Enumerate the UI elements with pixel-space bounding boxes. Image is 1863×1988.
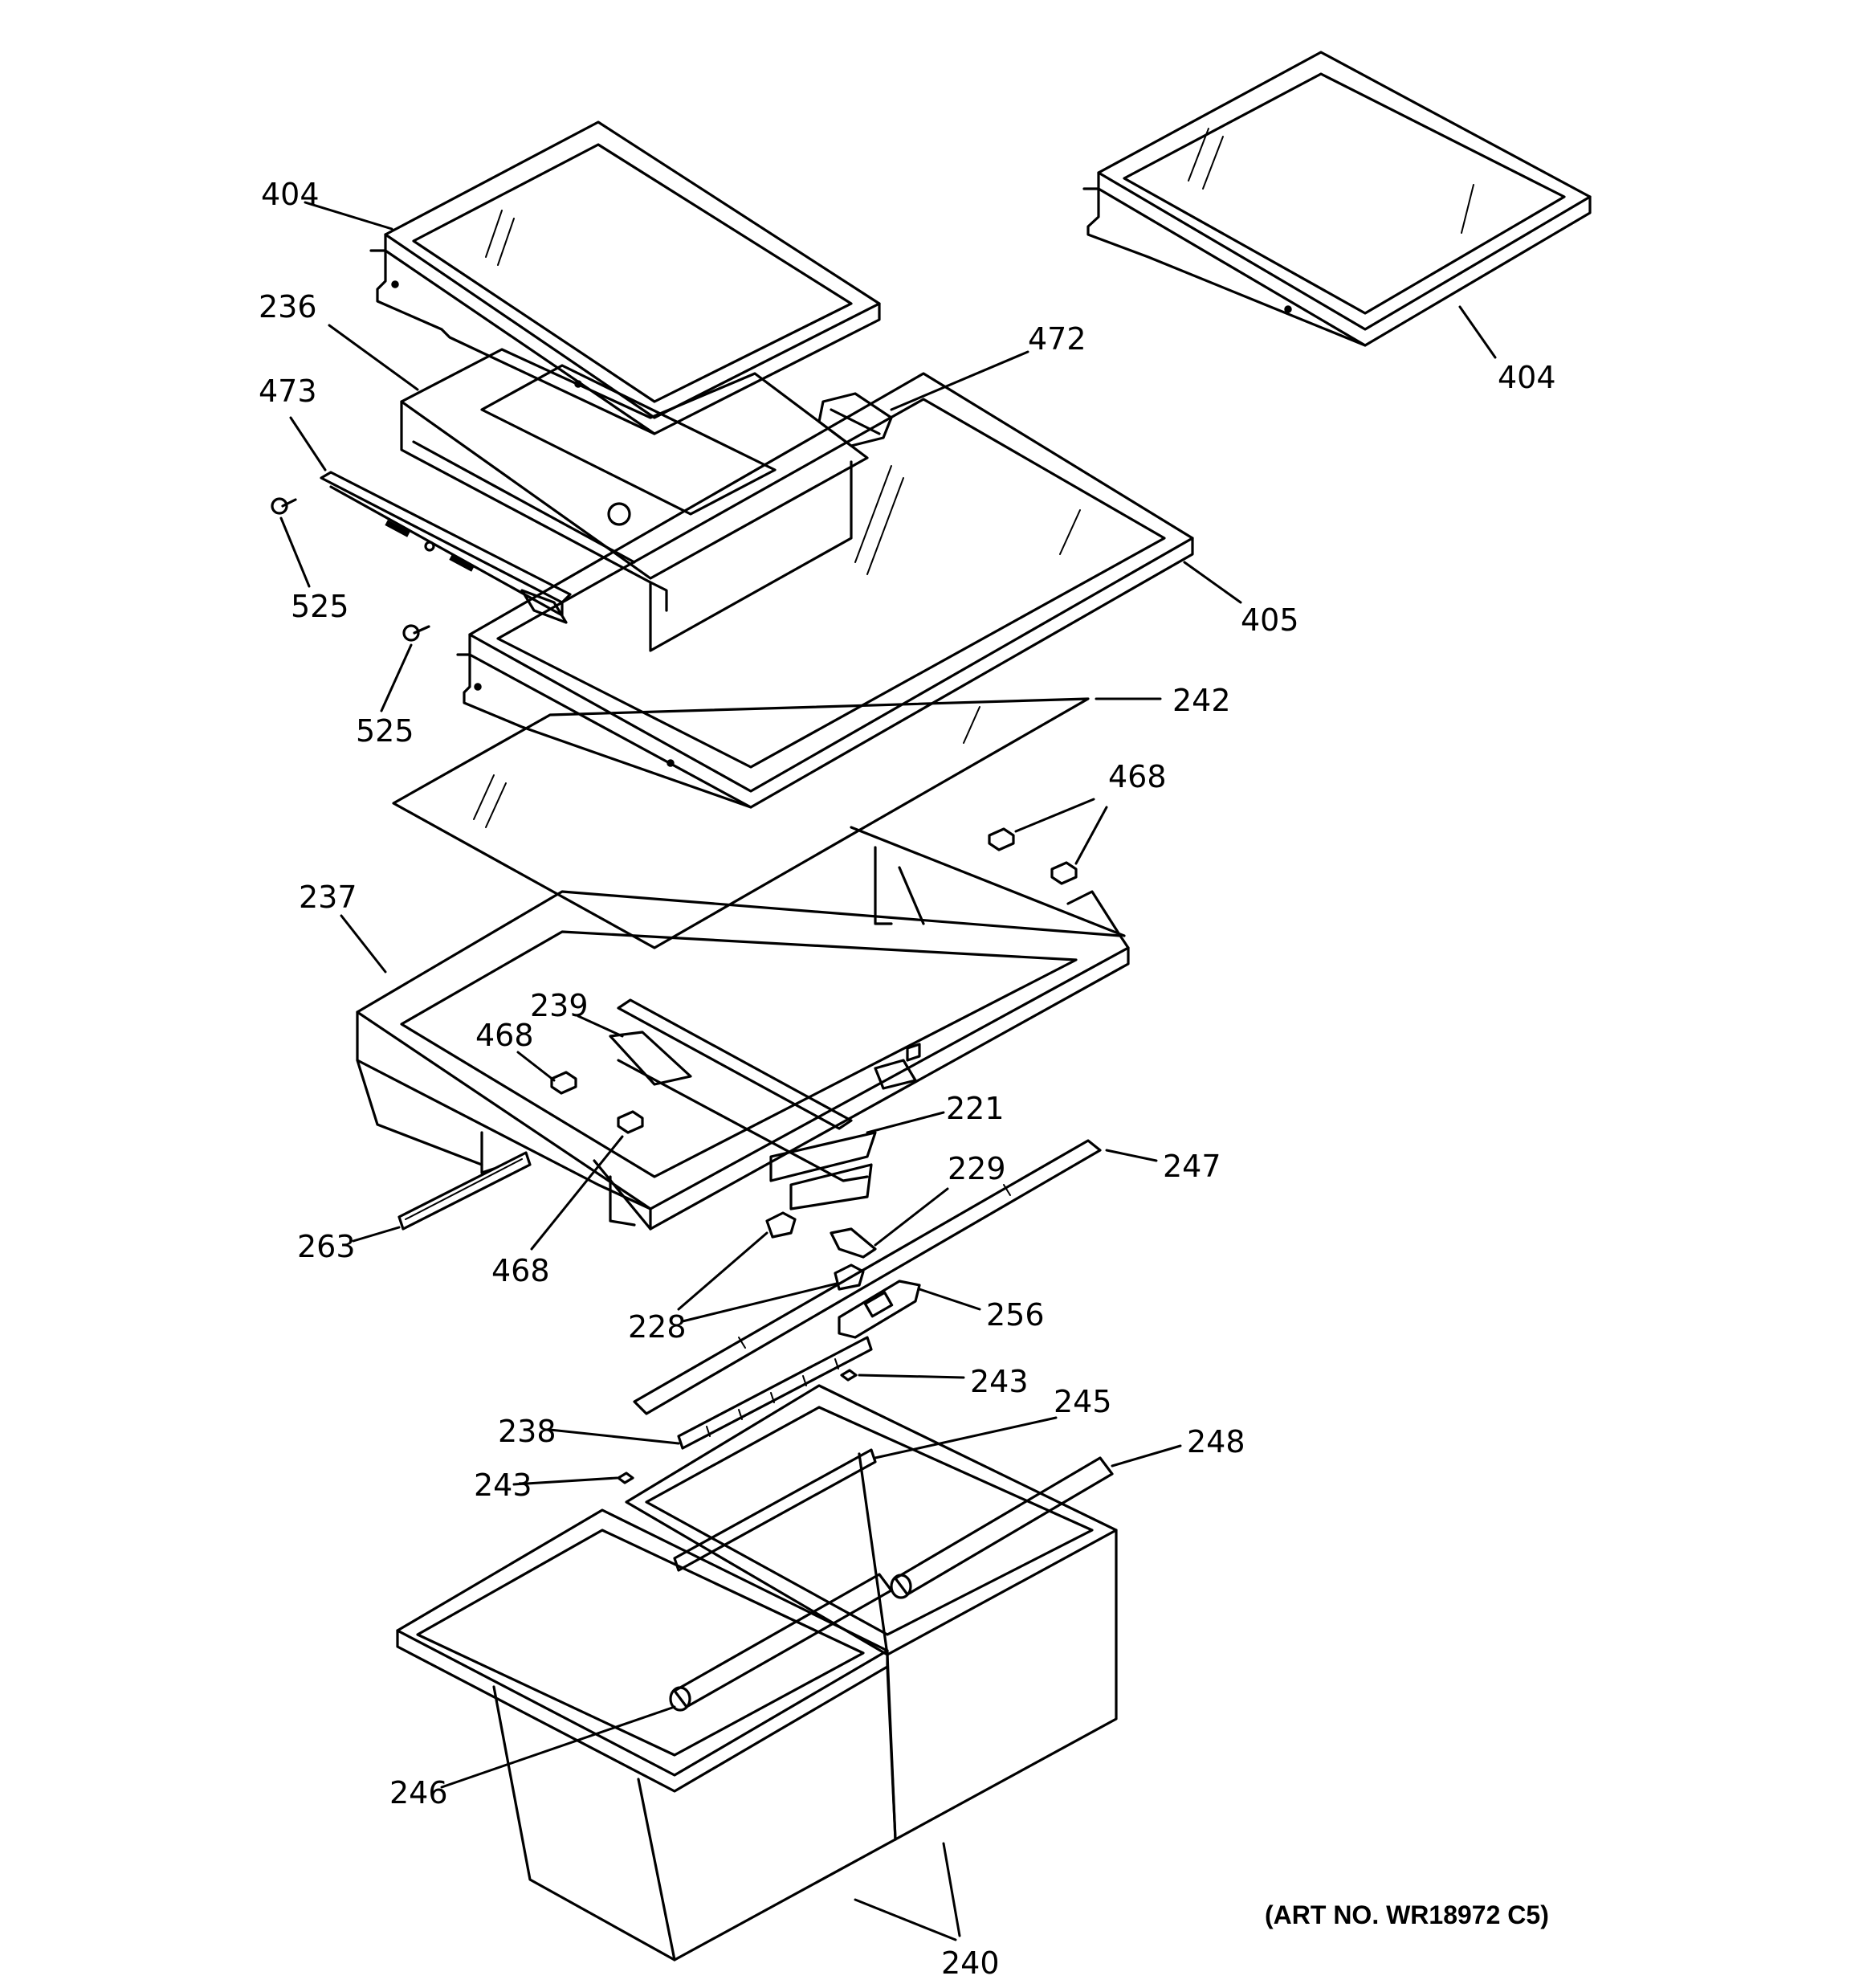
callout-245: 245 — [1054, 1384, 1112, 1419]
part-256-handle — [838, 1280, 921, 1339]
leader-246 — [440, 1705, 676, 1789]
leader-525b — [380, 643, 413, 712]
part-473-rail — [320, 471, 572, 624]
leader-247 — [1105, 1149, 1158, 1162]
leader-228a — [677, 1231, 768, 1311]
callout-243-upper: 243 — [970, 1364, 1029, 1399]
leader-263 — [352, 1226, 401, 1243]
part-242-glass-panel — [392, 697, 1090, 949]
leader-473 — [289, 416, 327, 471]
callout-472: 472 — [1028, 321, 1086, 357]
leader-405 — [1183, 561, 1242, 604]
leader-404b — [1458, 305, 1497, 359]
callout-248: 248 — [1187, 1424, 1245, 1459]
callout-240: 240 — [941, 1945, 1000, 1981]
leader-238 — [548, 1428, 680, 1445]
leader-221 — [866, 1111, 945, 1134]
part-404-left-shelf — [369, 120, 881, 435]
callout-246: 246 — [389, 1775, 448, 1810]
callout-473: 473 — [259, 374, 317, 409]
part-240-front-bin — [396, 1508, 897, 1961]
callout-238: 238 — [498, 1414, 556, 1449]
leader-468c — [530, 1135, 624, 1251]
part-238-rail — [677, 1336, 873, 1450]
part-263-rail — [397, 1151, 532, 1231]
part-525-screw-b — [402, 624, 430, 642]
callout-468-low: 468 — [491, 1253, 550, 1288]
part-405-large-shelf — [456, 372, 1194, 809]
part-239-rail — [609, 998, 869, 1182]
leader-245 — [874, 1416, 1058, 1459]
leader-404a — [304, 201, 393, 231]
part-468-cap-d — [617, 1110, 644, 1134]
callout-247: 247 — [1163, 1149, 1221, 1184]
part-468-cap-b — [1050, 861, 1078, 885]
part-246-handle — [669, 1573, 893, 1712]
callout-236: 236 — [259, 289, 317, 325]
leader-240b — [942, 1842, 961, 1937]
part-248-handle — [890, 1456, 1114, 1599]
callout-525-upper: 525 — [291, 589, 349, 624]
leader-243a — [858, 1374, 965, 1379]
leader-468a2 — [1074, 806, 1108, 865]
callout-221: 221 — [946, 1091, 1005, 1126]
part-468-cap-a — [988, 827, 1015, 851]
callout-242: 242 — [1172, 683, 1231, 718]
callout-404-left: 404 — [261, 177, 320, 212]
part-237-frame — [356, 826, 1130, 1231]
callout-256: 256 — [986, 1297, 1045, 1333]
leader-248 — [1111, 1444, 1182, 1468]
part-243-pad-a — [840, 1369, 858, 1382]
leader-243b — [512, 1476, 618, 1486]
leader-236 — [328, 324, 419, 391]
callout-468-mid: 468 — [475, 1018, 534, 1053]
callout-468-top: 468 — [1108, 759, 1167, 794]
leader-525a — [279, 516, 311, 588]
callout-243-lower: 243 — [474, 1468, 532, 1503]
callout-237: 237 — [299, 880, 357, 915]
callout-405: 405 — [1241, 602, 1299, 638]
part-243-pad-b — [617, 1472, 634, 1484]
callout-525-lower: 525 — [356, 713, 414, 749]
part-228-clip-b — [834, 1263, 865, 1291]
callout-labels: 404 404 236 472 473 525 525 405 242 468 … — [259, 177, 1556, 1981]
callout-404-right: 404 — [1498, 360, 1556, 395]
leader-lines — [279, 201, 1497, 1941]
leader-239 — [577, 1014, 624, 1038]
part-221-rail — [769, 1131, 877, 1210]
part-228-clip-a — [765, 1211, 797, 1239]
leader-256 — [918, 1288, 981, 1311]
art-number: (ART NO. WR18972 C5) — [1265, 1900, 1549, 1929]
callout-239: 239 — [530, 988, 589, 1023]
part-525-screw-a — [271, 497, 297, 515]
part-245-divider — [673, 1448, 877, 1572]
leader-472 — [890, 350, 1029, 411]
part-247-rod — [633, 1139, 1102, 1415]
leader-237 — [340, 914, 387, 974]
part-468-cap-c — [550, 1071, 577, 1095]
leader-240a — [854, 1898, 957, 1941]
part-236-drawer — [400, 348, 869, 652]
callout-229: 229 — [948, 1151, 1006, 1186]
leader-468b — [516, 1051, 556, 1082]
leader-228b — [681, 1282, 838, 1323]
leader-468a1 — [1014, 798, 1095, 833]
leader-229 — [874, 1187, 949, 1247]
part-404-right-shelf — [1082, 51, 1592, 347]
callout-263: 263 — [297, 1229, 356, 1264]
callout-228: 228 — [628, 1309, 687, 1345]
part-229-hook — [830, 1227, 877, 1259]
